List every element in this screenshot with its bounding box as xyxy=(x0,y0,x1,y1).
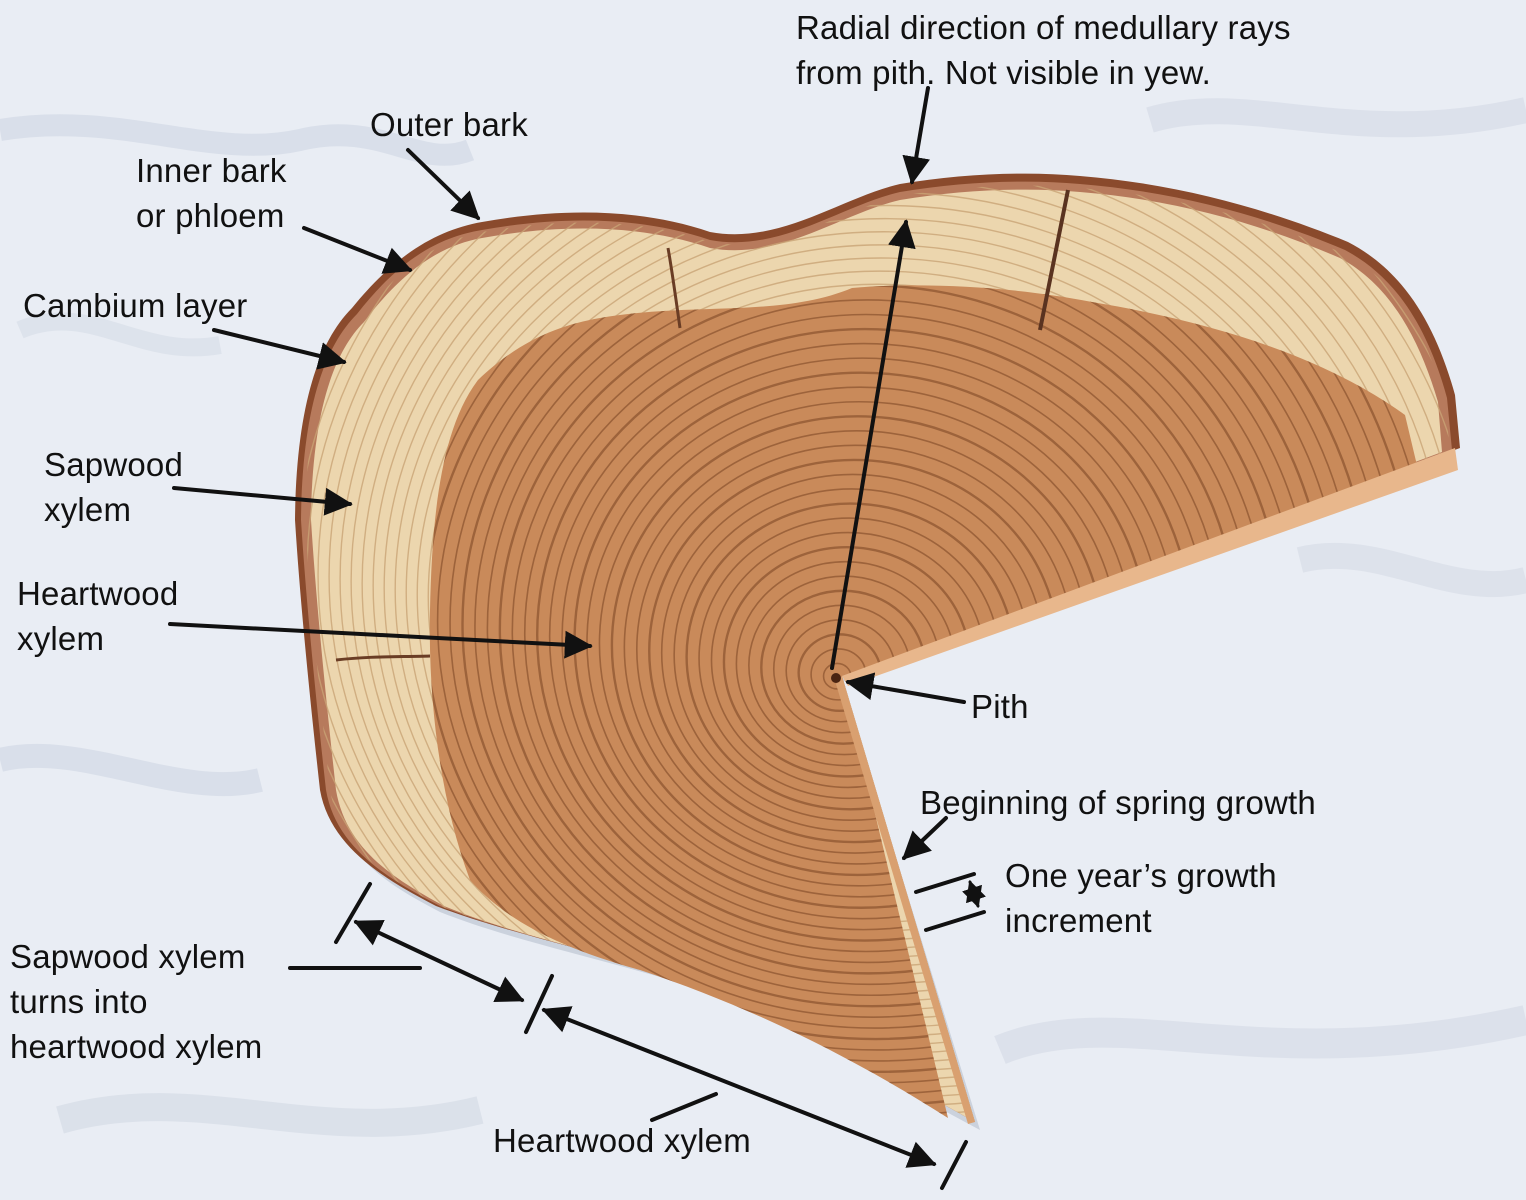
sapwood-label-line2: xylem xyxy=(44,491,132,528)
crack xyxy=(1038,189,1070,331)
cut-face-lower xyxy=(836,676,975,1124)
transition-label-line1: Sapwood xylem xyxy=(10,938,246,975)
transition-label-line2: turns into xyxy=(10,983,148,1020)
inner-bark-label-line1: Inner bark xyxy=(136,152,287,189)
sapwood-label-line1: Sapwood xyxy=(44,446,184,483)
year-growth-label-line1: One year’s growth xyxy=(1005,857,1277,894)
heartwood-tick xyxy=(940,1140,968,1190)
cut-face xyxy=(842,448,1458,686)
crack xyxy=(335,654,431,662)
heartwood-arrow xyxy=(168,622,593,659)
year-tick-bottom xyxy=(924,910,986,932)
radial-label-line1: Radial direction of medullary rays xyxy=(796,9,1291,46)
transition-tick-left xyxy=(334,882,372,944)
pith-dot xyxy=(831,673,841,683)
year-double-arrow xyxy=(962,880,986,908)
year-growth-label-line2: increment xyxy=(1005,902,1152,939)
cambium-arrow xyxy=(212,328,347,370)
spring-growth-label: Beginning of spring growth xyxy=(920,784,1316,821)
heartwood-bottom-label: Heartwood xylem xyxy=(493,1122,751,1159)
outer-bark-arrow xyxy=(406,148,481,220)
year-tick-top xyxy=(914,872,976,894)
spring-growth-arrow xyxy=(901,816,948,860)
inner-bark-label-line2: or phloem xyxy=(136,197,285,234)
radial-direction-arrow xyxy=(830,219,916,670)
transition-label-line3: heartwood xylem xyxy=(10,1028,263,1065)
heartwood-label-line1: Heartwood xyxy=(17,575,179,612)
heartwood-double-arrow xyxy=(541,1006,937,1168)
crack xyxy=(666,247,682,329)
annotation-arrows xyxy=(168,86,986,1190)
heartwood-leader xyxy=(650,1092,718,1122)
outer-bark-label: Outer bark xyxy=(370,106,528,143)
wood-slice xyxy=(295,173,1460,1130)
pith-arrow xyxy=(845,672,966,704)
cambium-label: Cambium layer xyxy=(23,287,248,324)
inner-bark-arrow xyxy=(302,226,413,274)
pith-label: Pith xyxy=(971,688,1029,725)
transition-tick-right xyxy=(524,974,554,1034)
heartwood-label-line2: xylem xyxy=(17,620,105,657)
transition-double-arrow xyxy=(353,920,525,1002)
radial-arrow xyxy=(902,86,931,185)
sapwood-arrow xyxy=(172,486,353,516)
radial-label-line2: from pith. Not visible in yew. xyxy=(796,54,1211,91)
